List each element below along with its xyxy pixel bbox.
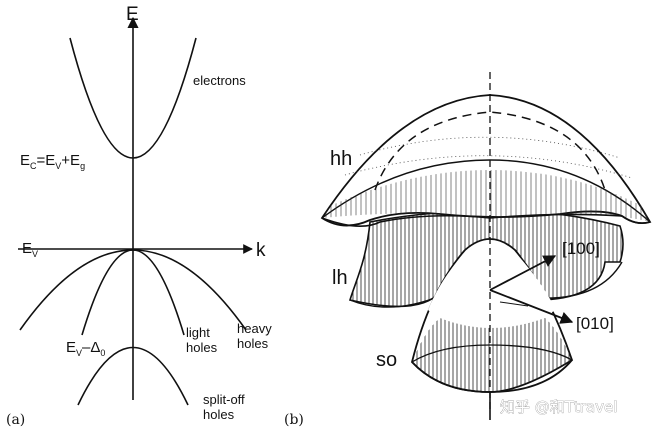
panel-b: hh lh so [100] [010] (b) xyxy=(284,72,650,428)
k-axis-label: k xyxy=(256,240,266,261)
direction-010-label: [010] xyxy=(576,314,614,333)
ec-label: EC=EV+Eg xyxy=(20,152,85,171)
direction-100-label: [100] xyxy=(562,239,600,258)
split-off-holes-label: split-off holes xyxy=(203,392,248,422)
panel-a: E k electrons EC=EV+Eg EV EV–Δ0 light ho… xyxy=(6,4,275,428)
light-holes-label: light holes xyxy=(186,325,218,355)
energy-axis-label: E xyxy=(126,4,139,25)
electrons-label: electrons xyxy=(193,73,246,88)
watermark-text: 知乎 @和Ttravel xyxy=(500,398,617,416)
panel-b-tag: (b) xyxy=(284,412,304,428)
lh-label: lh xyxy=(332,267,348,289)
so-label: so xyxy=(376,349,397,371)
ev-minus-delta-label: EV–Δ0 xyxy=(66,339,105,358)
hh-surface xyxy=(322,95,650,226)
ev-label: EV xyxy=(22,240,38,259)
panel-a-tag: (a) xyxy=(6,412,25,428)
hh-label: hh xyxy=(330,148,352,170)
heavy-holes-label: heavy holes xyxy=(237,321,275,351)
